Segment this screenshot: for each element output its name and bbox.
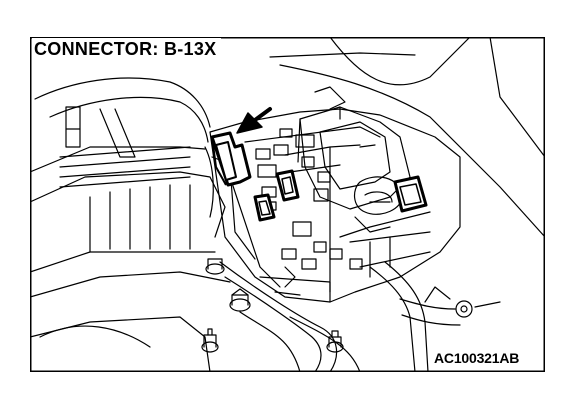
arrow-indicator — [236, 107, 272, 134]
relay-box — [209, 108, 461, 303]
connector-b-13x — [210, 131, 252, 187]
connector-relay-right — [393, 175, 428, 213]
large-relay — [297, 86, 411, 233]
body-panel-lines — [269, 37, 545, 238]
connector-title: CONNECTOR: B-13X — [32, 38, 221, 61]
connector-relay-mid — [275, 169, 300, 202]
bolts — [201, 258, 473, 353]
connector-relay-low — [253, 193, 276, 222]
engine-bay-illustration — [30, 37, 545, 372]
wiring-harness — [219, 261, 501, 372]
figure-code: AC100321AB — [432, 350, 522, 366]
diagram-frame — [30, 37, 545, 372]
air-cleaner-housing — [30, 77, 231, 372]
